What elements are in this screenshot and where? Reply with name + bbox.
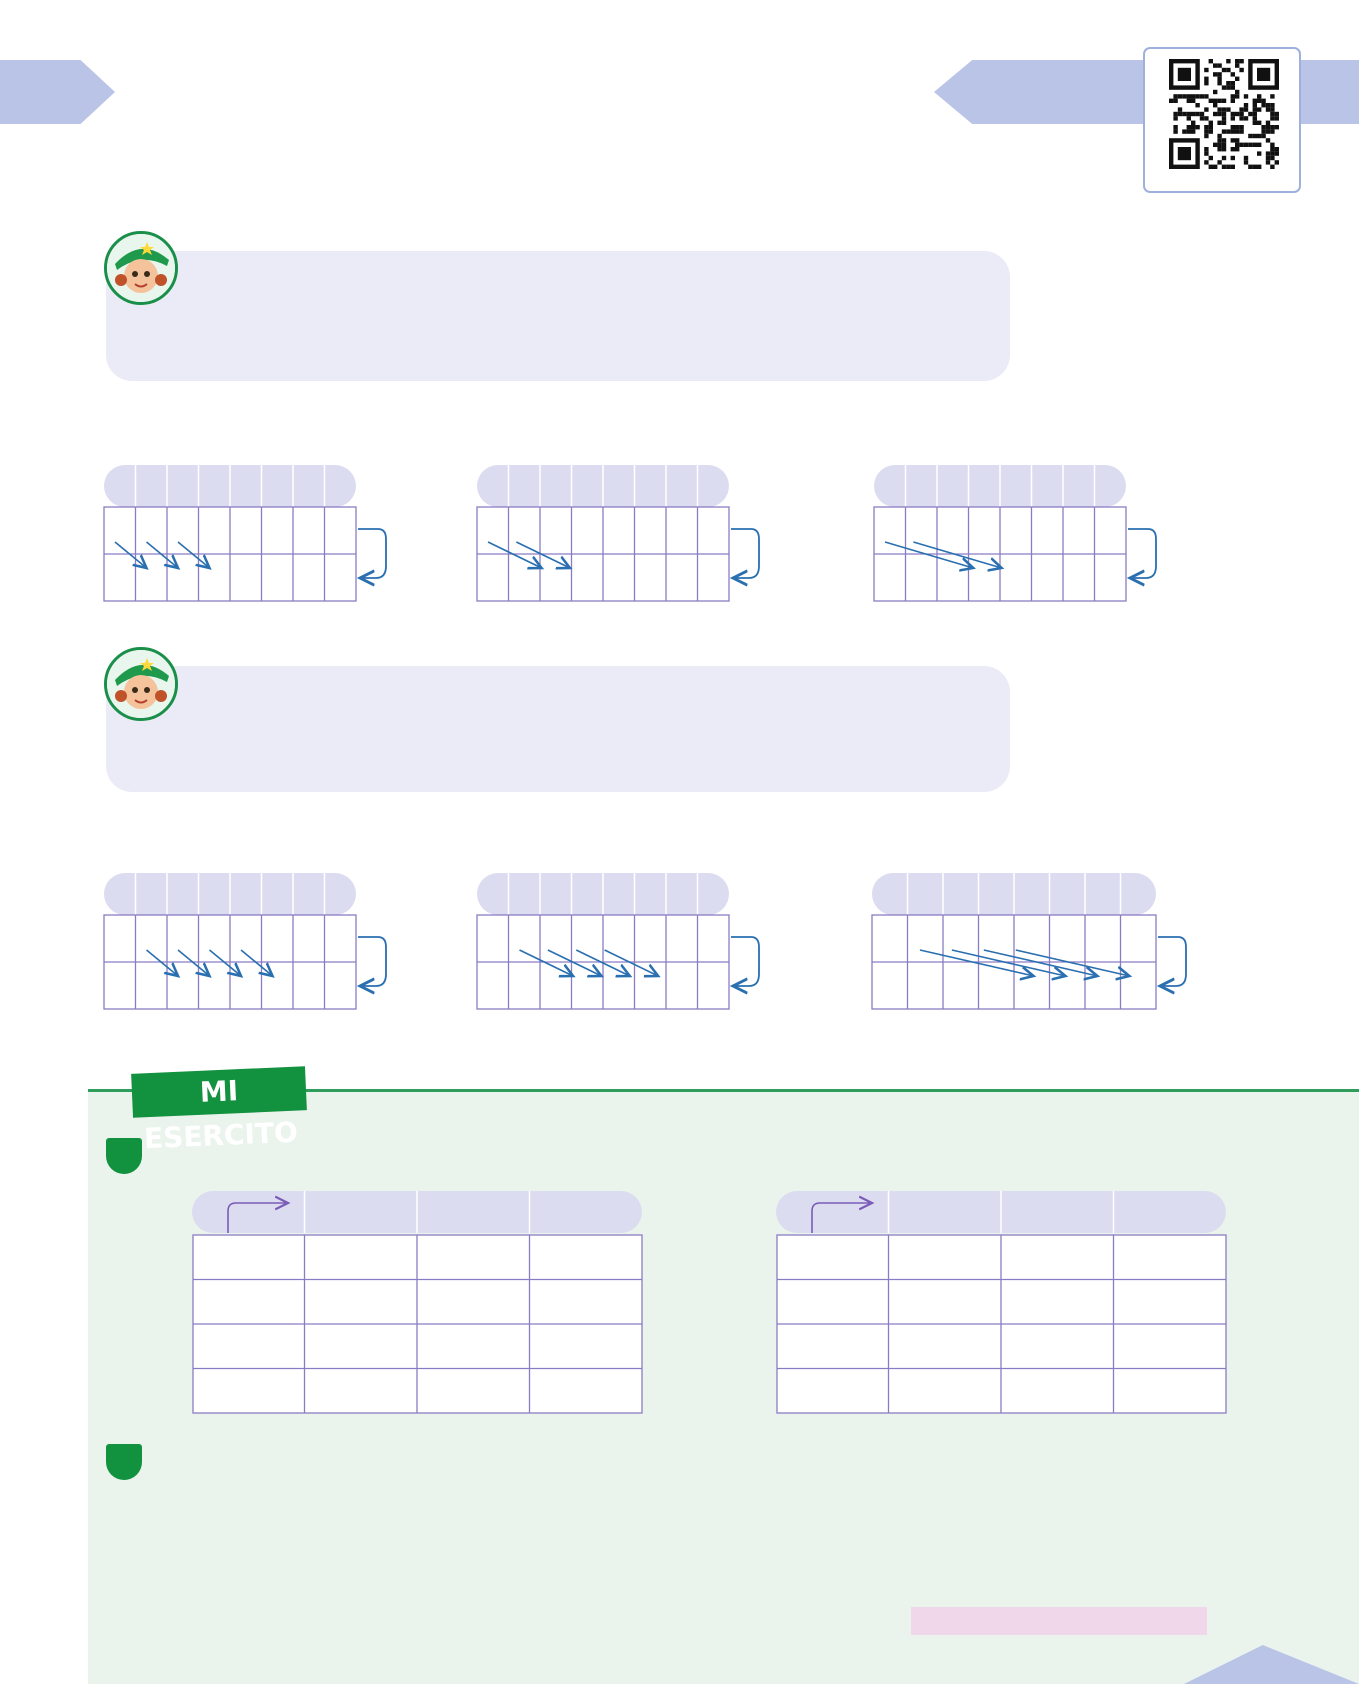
diagonal-arrow-icon	[575, 949, 630, 976]
qr-code-icon	[1169, 59, 1279, 169]
diagonal-arrow-icon	[240, 949, 273, 976]
exercise-marker-2	[106, 1444, 142, 1480]
return-arrow-icon	[731, 936, 760, 986]
explanation-bubble-2	[106, 666, 1010, 792]
turn-right-arrow-icon	[227, 1203, 288, 1233]
section-divider	[88, 1089, 1359, 1092]
diagonal-arrow-icon	[146, 541, 179, 568]
return-arrow-icon	[1128, 528, 1157, 578]
digit-grid-1	[103, 465, 387, 602]
diagonal-arrow-icon	[951, 949, 1066, 976]
diagonal-arrow-icon	[519, 949, 574, 976]
diagonal-arrow-icon	[146, 949, 179, 976]
diagonal-arrow-icon	[919, 949, 1034, 976]
return-arrow-icon	[358, 936, 387, 986]
exercise-marker-1	[106, 1138, 142, 1174]
answer-table-grid[interactable]	[192, 1191, 644, 1415]
qr-code-box[interactable]	[1143, 47, 1301, 193]
diagonal-arrow-icon	[516, 541, 570, 568]
digit-grid-6	[871, 873, 1187, 1010]
turn-right-arrow-icon	[811, 1203, 872, 1233]
answer-table-2	[776, 1191, 1228, 1420]
digit-grid-4	[103, 873, 387, 1010]
diagonal-arrow-icon	[983, 949, 1098, 976]
explanation-bubble-1	[106, 251, 1010, 381]
return-arrow-icon	[731, 528, 760, 578]
diagonal-arrow-icon	[884, 541, 973, 568]
diagonal-arrow-icon	[604, 949, 659, 976]
diagonal-arrow-icon	[1015, 949, 1130, 976]
diagonal-arrow-icon	[547, 949, 602, 976]
diagonal-arrow-icon	[177, 949, 210, 976]
diagonal-arrow-icon	[177, 541, 210, 568]
diagonal-arrow-icon	[487, 541, 542, 568]
return-arrow-icon	[358, 528, 387, 578]
return-arrow-icon	[1158, 936, 1187, 986]
girl-character-icon	[107, 650, 175, 718]
diagonal-arrow-icon	[114, 541, 146, 568]
diagonal-arrow-icon	[209, 949, 242, 976]
header-banner-left	[0, 60, 115, 124]
exercise-section-label: MI ESERCITO	[131, 1066, 307, 1155]
character-avatar-2	[104, 647, 178, 721]
answer-table-grid[interactable]	[776, 1191, 1228, 1415]
digit-grid-5	[476, 873, 760, 1010]
diagonal-arrow-icon	[913, 541, 1001, 568]
character-avatar-1	[104, 231, 178, 305]
answer-table-1	[192, 1191, 644, 1420]
answer-highlight-bar[interactable]	[911, 1607, 1207, 1635]
digit-grid-2	[476, 465, 760, 602]
digit-grid-3	[873, 465, 1157, 602]
girl-character-icon	[107, 234, 175, 302]
